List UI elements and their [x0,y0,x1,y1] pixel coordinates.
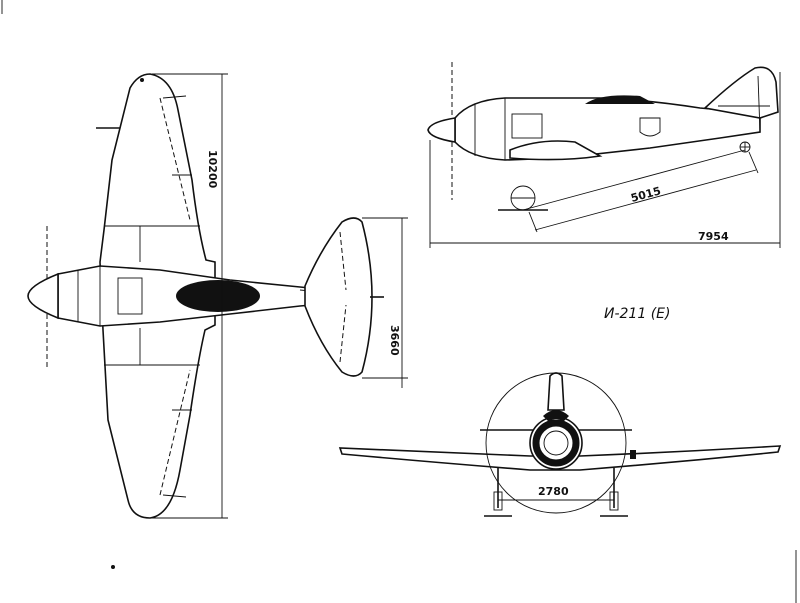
tail-span-label: 3660 [388,325,401,356]
top-view [27,73,384,519]
spinner-side [427,117,456,143]
engine-panel [117,277,143,315]
right-main-gear [600,468,628,517]
rudder-hinge [757,75,761,133]
aileron-hinge-lower [159,369,191,496]
wheel [609,491,619,511]
spinner-front [543,430,569,456]
cowl-inner-ring [532,419,580,467]
aircraft-designation: И-211 (Е) [604,306,670,322]
length-label: 7954 [698,230,729,243]
horizontal-tail [304,217,373,377]
elevator-hinge [339,304,347,363]
ground-line [522,149,746,211]
canopy-front [543,410,569,422]
aileron-hinge-upper [159,97,191,221]
wing-root-side [509,140,603,161]
dimension-line [534,169,757,231]
wingspan-dimension: 10200 [152,73,228,519]
propeller-disc [485,372,627,514]
spinner [27,272,59,320]
tail-span-dimension: 3660 [362,217,408,388]
wheelbase-label: 5015 [629,184,662,204]
track-label: 2780 [538,485,569,498]
nav-light [140,78,144,82]
extension-line [748,151,759,174]
aileron-end [162,494,187,498]
fuselage-marking [639,117,661,137]
wingspan-label: 10200 [206,150,219,189]
exhaust-panel [511,113,543,139]
canopy-side [585,95,655,104]
canopy [176,280,260,312]
side-view [427,62,779,211]
left-main-gear [484,468,512,517]
wheel [493,491,503,511]
wingtip-light [630,450,636,459]
front-vertical-tail [547,372,565,411]
wheelbase-dimension: 5015 [522,149,759,233]
extension-line [528,211,538,233]
elevator-hinge [339,231,347,291]
length-dimension: 7954 [429,72,781,248]
vertical-tail [703,66,779,119]
aileron-end [162,95,187,99]
front-view: 2780 [338,372,782,517]
stray-mark [111,565,115,569]
